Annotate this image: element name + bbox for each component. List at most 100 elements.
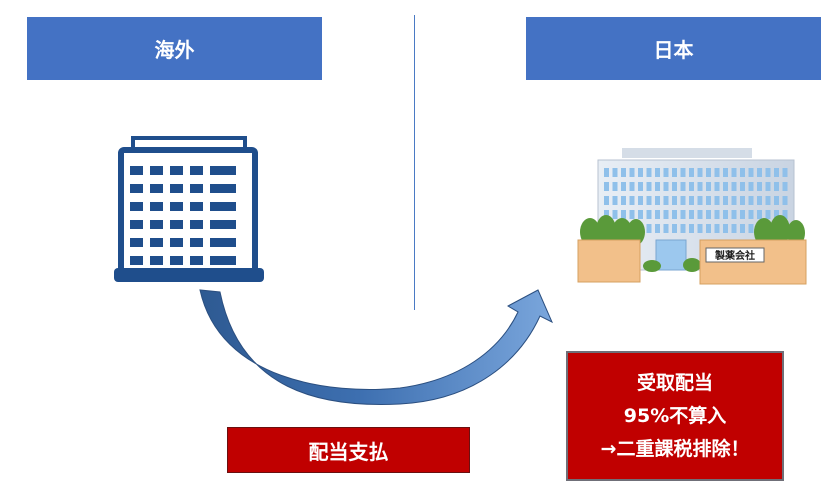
building-window <box>170 220 183 229</box>
company-sign: 製薬会社 <box>714 249 755 262</box>
building-window <box>150 256 163 265</box>
factory-window <box>663 168 669 177</box>
factory-window <box>689 224 694 233</box>
factory-window <box>723 182 728 191</box>
factory-window <box>612 196 618 205</box>
factory-window <box>612 168 618 177</box>
factory-window <box>680 168 686 177</box>
factory-window <box>680 182 686 191</box>
factory-window <box>774 210 779 219</box>
curved-arrow-icon <box>199 289 554 405</box>
factory-window <box>782 182 788 191</box>
factory-window <box>655 224 660 233</box>
factory-window <box>612 210 618 219</box>
factory-window <box>689 196 694 205</box>
factory-window <box>697 196 703 205</box>
receipt-box: 受取配当 95%不算入 →二重課税排除！ <box>566 351 784 481</box>
factory-window <box>629 182 635 191</box>
factory-window <box>621 196 626 205</box>
factory-window <box>765 210 771 219</box>
overseas-header: 海外 <box>27 17 322 80</box>
factory-window <box>757 182 762 191</box>
building-window <box>150 202 163 211</box>
factory-window <box>774 182 779 191</box>
factory-window <box>765 182 771 191</box>
factory-window <box>731 168 737 177</box>
factory-window <box>740 196 745 205</box>
factory-window <box>765 168 771 177</box>
factory-window <box>646 182 652 191</box>
factory-window <box>748 196 754 205</box>
factory-window <box>663 196 669 205</box>
building-window <box>210 202 236 211</box>
factory-window <box>723 196 728 205</box>
factory-window <box>629 168 635 177</box>
factory-window <box>714 196 720 205</box>
building-window <box>150 220 163 229</box>
building-window <box>170 184 183 193</box>
factory-window <box>638 210 643 219</box>
factory-window <box>765 196 771 205</box>
receipt-line-1: 受取配当 <box>636 371 713 394</box>
factory-window <box>774 168 779 177</box>
factory-window <box>723 168 728 177</box>
factory-window <box>621 168 626 177</box>
japan-label: 日本 <box>653 38 694 62</box>
building-window <box>130 256 143 265</box>
payment-box: 配当支払 <box>227 427 470 473</box>
factory-window <box>706 196 711 205</box>
factory-window <box>706 182 711 191</box>
building-window <box>130 202 143 211</box>
factory-window <box>723 224 728 233</box>
factory-window <box>638 168 643 177</box>
building-window <box>150 238 163 247</box>
factory-window <box>748 182 754 191</box>
payment-label: 配当支払 <box>308 439 389 464</box>
building-window <box>190 238 203 247</box>
factory-window <box>629 210 635 219</box>
pharma-factory-icon: 製薬会社 <box>577 148 807 285</box>
receipt-line-2: 95%不算入 <box>623 404 727 427</box>
factory-window <box>697 182 703 191</box>
factory-window <box>672 210 677 219</box>
building-window <box>130 220 143 229</box>
factory-window <box>604 182 609 191</box>
factory-window <box>714 224 720 233</box>
factory-window <box>655 182 660 191</box>
building-window <box>170 166 183 175</box>
factory-window <box>663 224 669 233</box>
factory-window <box>706 224 711 233</box>
factory-window <box>655 196 660 205</box>
receipt-line-3: →二重課税排除！ <box>600 437 750 460</box>
office-building-icon <box>114 136 264 282</box>
factory-window <box>646 224 652 233</box>
vertical-divider <box>414 15 415 310</box>
factory-window <box>638 182 643 191</box>
factory-window <box>672 168 677 177</box>
overseas-label: 海外 <box>154 38 195 62</box>
building-window <box>130 184 143 193</box>
factory-window <box>672 224 677 233</box>
factory-window <box>604 168 609 177</box>
factory-window <box>689 168 694 177</box>
factory-window <box>638 196 643 205</box>
building-window <box>190 202 203 211</box>
factory-window <box>731 210 737 219</box>
factory-window <box>714 168 720 177</box>
building-window <box>210 238 236 247</box>
factory-window <box>612 182 618 191</box>
building-window <box>210 256 236 265</box>
building-window <box>210 220 236 229</box>
factory-window <box>757 196 762 205</box>
factory-window <box>697 224 703 233</box>
factory-window <box>782 196 788 205</box>
factory-window <box>731 182 737 191</box>
factory-window <box>740 182 745 191</box>
building-window <box>170 238 183 247</box>
factory-window <box>714 210 720 219</box>
factory-window <box>697 168 703 177</box>
factory-window <box>706 210 711 219</box>
building-window <box>210 166 236 175</box>
factory-window <box>757 210 762 219</box>
